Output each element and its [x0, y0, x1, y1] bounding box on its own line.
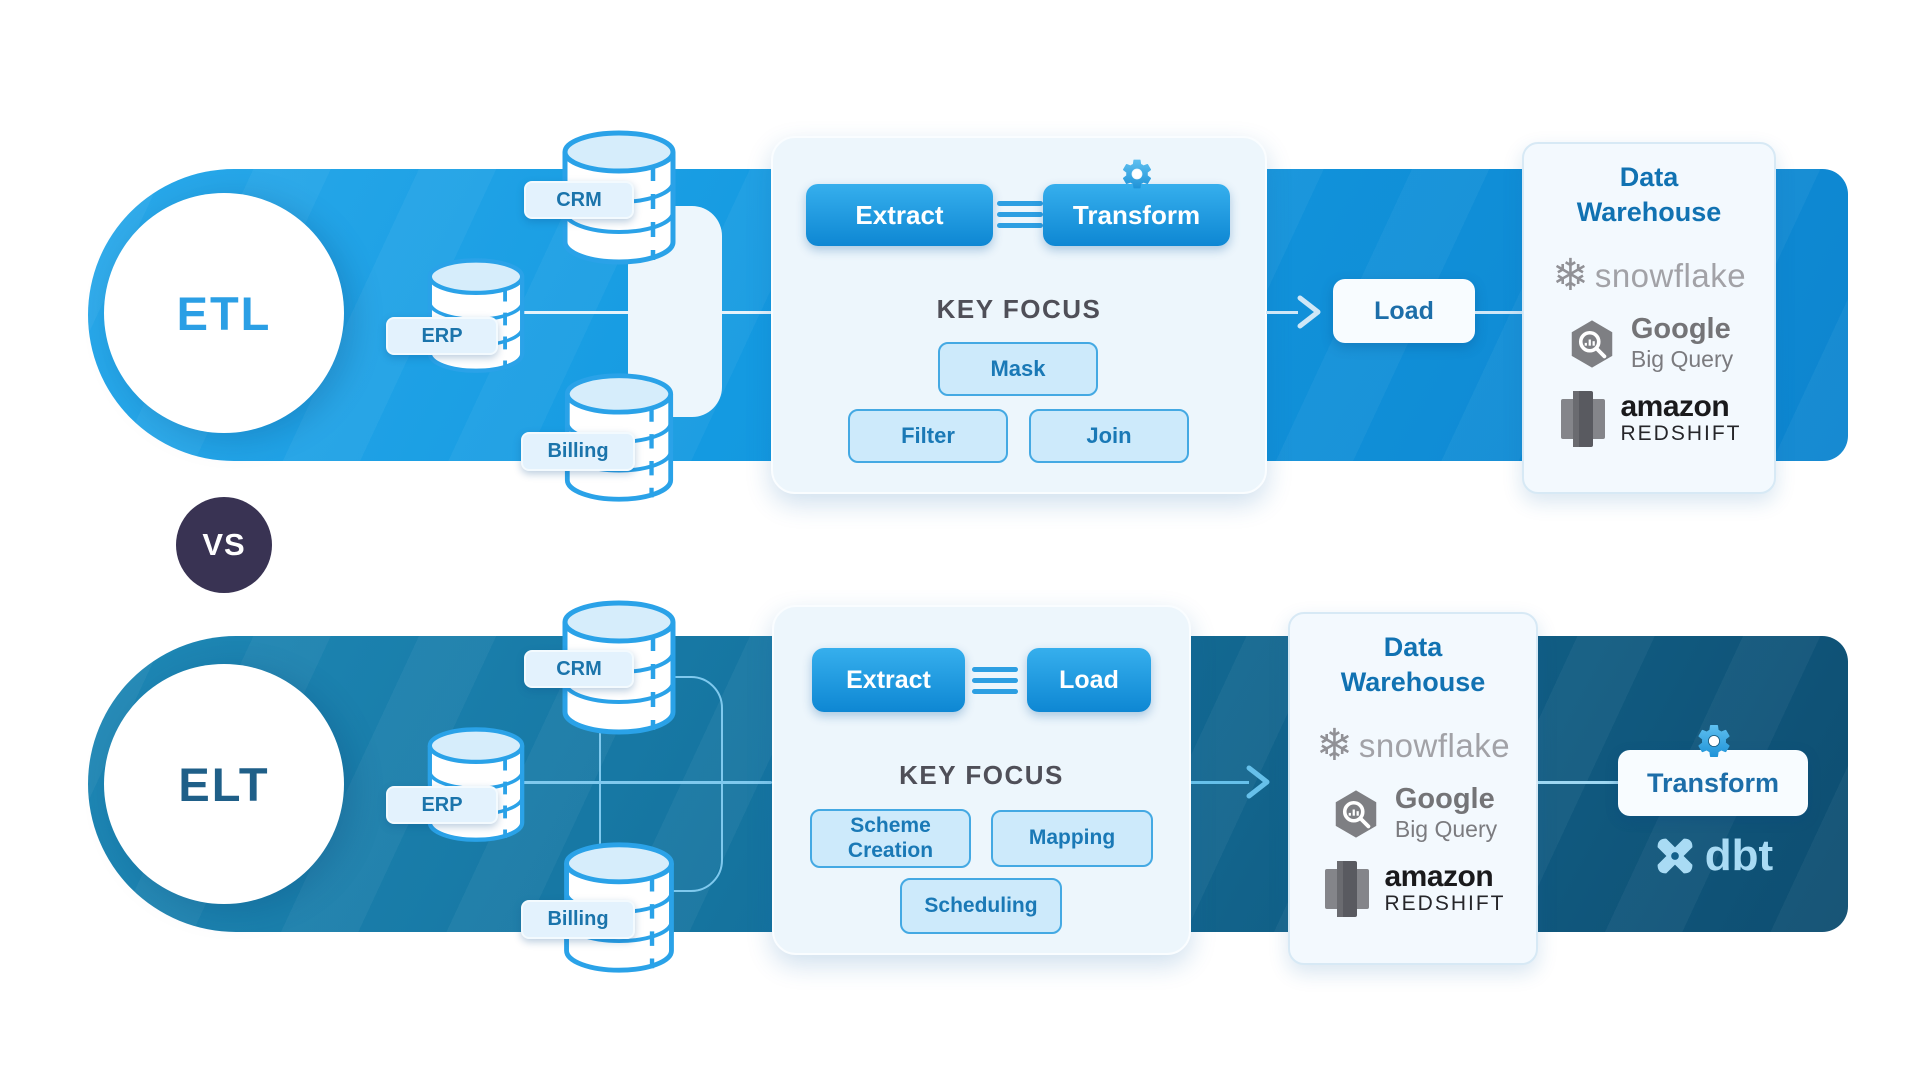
redshift-logo: amazon REDSHIFT — [1557, 389, 1742, 449]
vs-badge: VS — [176, 497, 272, 593]
chevron-right-icon — [1243, 763, 1273, 801]
etl-transform-step: Transform — [1043, 184, 1230, 246]
focus-chip-mapping: Mapping — [991, 810, 1153, 867]
snowflake-icon: ❄ — [1551, 251, 1589, 301]
focus-chip-filter: Filter — [848, 409, 1008, 463]
elt-transform-step: Transform — [1618, 750, 1808, 816]
elt-source-connector-line — [500, 781, 772, 784]
elt-key-focus-heading: KEY FOCUS — [899, 760, 1064, 790]
warehouse-title: Data Warehouse — [1340, 632, 1486, 698]
source-label-erp: ERP — [386, 317, 498, 355]
focus-chip-scheme-creation: Scheme Creation — [810, 809, 971, 868]
elt-load-step: Load — [1027, 648, 1151, 712]
bigquery-logo: Google Big Query — [1329, 783, 1497, 843]
etl-extract-step: Extract — [806, 184, 993, 246]
dbt-logo: dbt — [1633, 834, 1793, 878]
source-label-crm: CRM — [524, 181, 634, 219]
bigquery-icon — [1329, 787, 1383, 841]
redshift-icon — [1321, 859, 1373, 919]
focus-chip-scheduling: Scheduling — [900, 878, 1062, 934]
warehouse-title: Data Warehouse — [1576, 162, 1722, 228]
etl-title: ETL — [176, 286, 272, 340]
bigquery-icon — [1565, 317, 1619, 371]
elt-badge-circle: ELT — [104, 664, 344, 904]
etl-key-focus-heading: KEY FOCUS — [936, 294, 1102, 324]
database-icon — [423, 250, 529, 382]
redshift-icon — [1557, 389, 1609, 449]
source-label-crm: CRM — [524, 650, 634, 688]
flow-line — [1475, 311, 1522, 314]
snowflake-logo: ❄ snowflake — [1551, 251, 1747, 301]
gear-icon — [1119, 156, 1155, 192]
elt-extract-step: Extract — [812, 648, 965, 712]
source-label-billing: Billing — [521, 432, 635, 471]
snowflake-icon: ❄ — [1315, 721, 1353, 771]
database-icon — [423, 719, 529, 851]
elt-title: ELT — [178, 757, 270, 811]
dbt-icon — [1653, 834, 1697, 878]
flow-line — [1538, 781, 1618, 784]
etl-load-step: Load — [1333, 279, 1475, 343]
elt-warehouse-card: Data Warehouse ❄ snowflake Google Big Qu… — [1288, 612, 1538, 965]
bigquery-logo: Google Big Query — [1565, 313, 1733, 373]
flow-line — [1266, 311, 1298, 314]
etl-badge-circle: ETL — [104, 193, 344, 433]
transfer-lines-icon — [972, 667, 1018, 694]
etl-warehouse-card: Data Warehouse ❄ snowflake Google Big Qu… — [1522, 142, 1776, 494]
source-label-billing: Billing — [521, 900, 635, 939]
focus-chip-join: Join — [1029, 409, 1189, 463]
snowflake-logo: ❄ snowflake — [1315, 721, 1511, 771]
redshift-logo: amazon REDSHIFT — [1321, 859, 1506, 919]
chevron-right-icon — [1294, 293, 1324, 331]
focus-chip-mask: Mask — [938, 342, 1098, 396]
flow-line — [1191, 781, 1249, 784]
gear-icon — [1694, 721, 1734, 761]
transfer-lines-icon — [997, 201, 1043, 228]
source-label-erp: ERP — [386, 786, 498, 824]
